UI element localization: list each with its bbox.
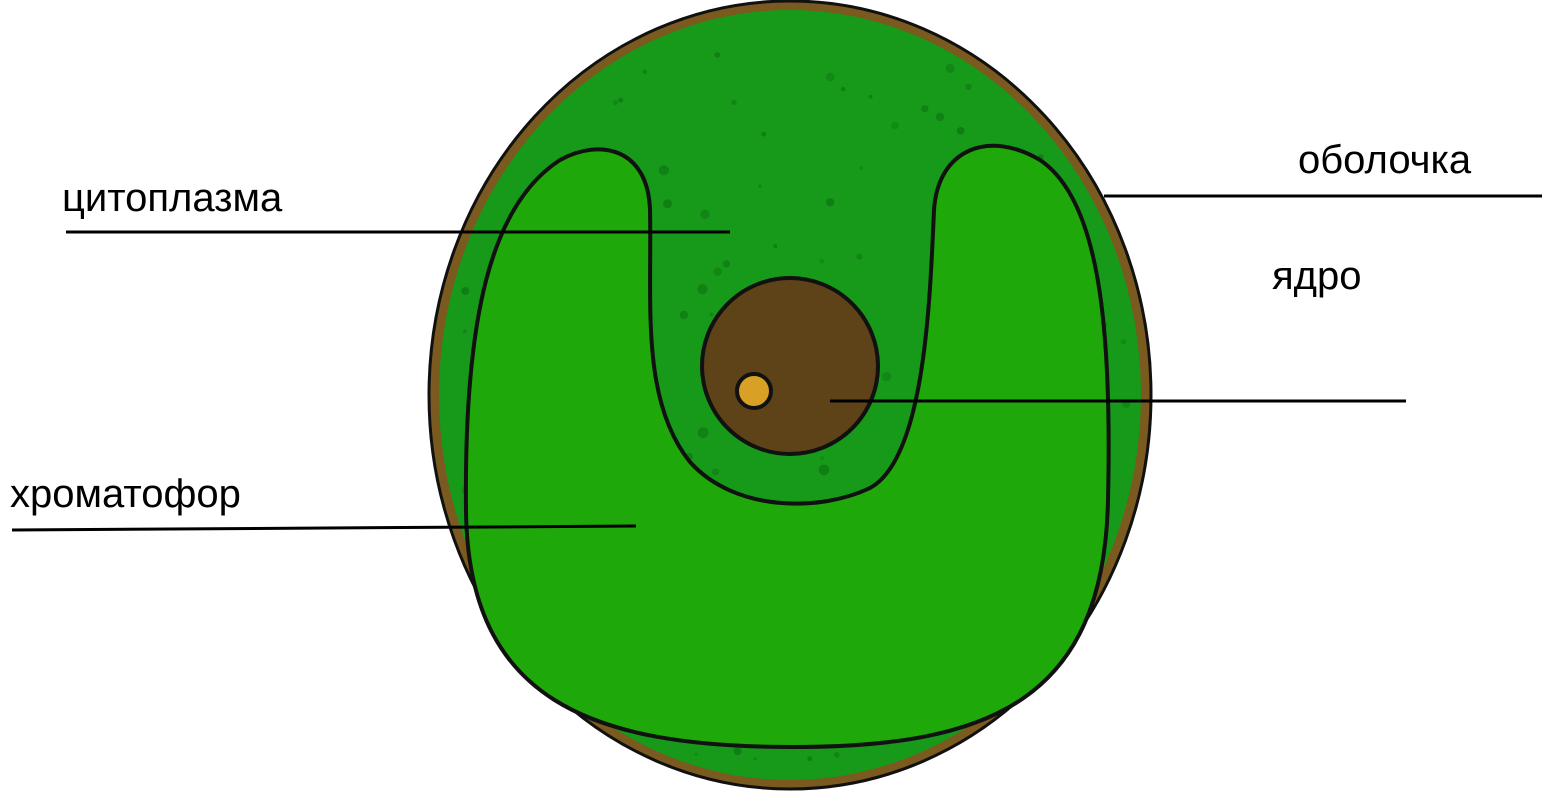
granule (761, 132, 766, 137)
granule (1121, 339, 1126, 344)
granule (946, 64, 955, 73)
label-nucleus: ядро (1272, 256, 1362, 296)
granule (754, 757, 757, 760)
granule (698, 427, 709, 438)
granule (700, 210, 709, 219)
granule (643, 70, 647, 74)
granule (697, 284, 707, 294)
granule (834, 752, 840, 758)
granule (859, 166, 863, 170)
granule (714, 267, 722, 275)
label-cytoplasm: цитоплазма (62, 178, 282, 218)
granule (826, 73, 835, 82)
granule (613, 100, 618, 105)
nucleus (702, 278, 878, 454)
granule (773, 244, 777, 248)
granule (869, 95, 873, 99)
granule (807, 756, 812, 761)
granule (659, 165, 669, 175)
granule (731, 100, 736, 105)
granule (826, 198, 834, 206)
granule (461, 287, 469, 295)
granule (714, 52, 720, 58)
granule (663, 199, 672, 208)
granule (695, 753, 698, 756)
granule (820, 456, 824, 460)
granule (734, 747, 742, 755)
granule (936, 113, 944, 121)
granule (841, 87, 846, 92)
granule (819, 465, 830, 476)
granule (857, 254, 863, 260)
granule (820, 259, 824, 263)
granule (921, 105, 928, 112)
granule (891, 122, 898, 129)
granule (710, 313, 714, 317)
granule (758, 185, 761, 188)
granule (463, 329, 467, 333)
label-membrane: оболочка (1298, 140, 1471, 180)
granule (680, 311, 688, 319)
granule (712, 468, 719, 475)
nucleolus (737, 374, 771, 408)
granule (882, 372, 892, 382)
granule (723, 260, 730, 267)
label-chromatophore: хроматофор (10, 474, 241, 514)
granule (965, 84, 971, 90)
granule (618, 98, 623, 103)
granule (957, 127, 965, 135)
